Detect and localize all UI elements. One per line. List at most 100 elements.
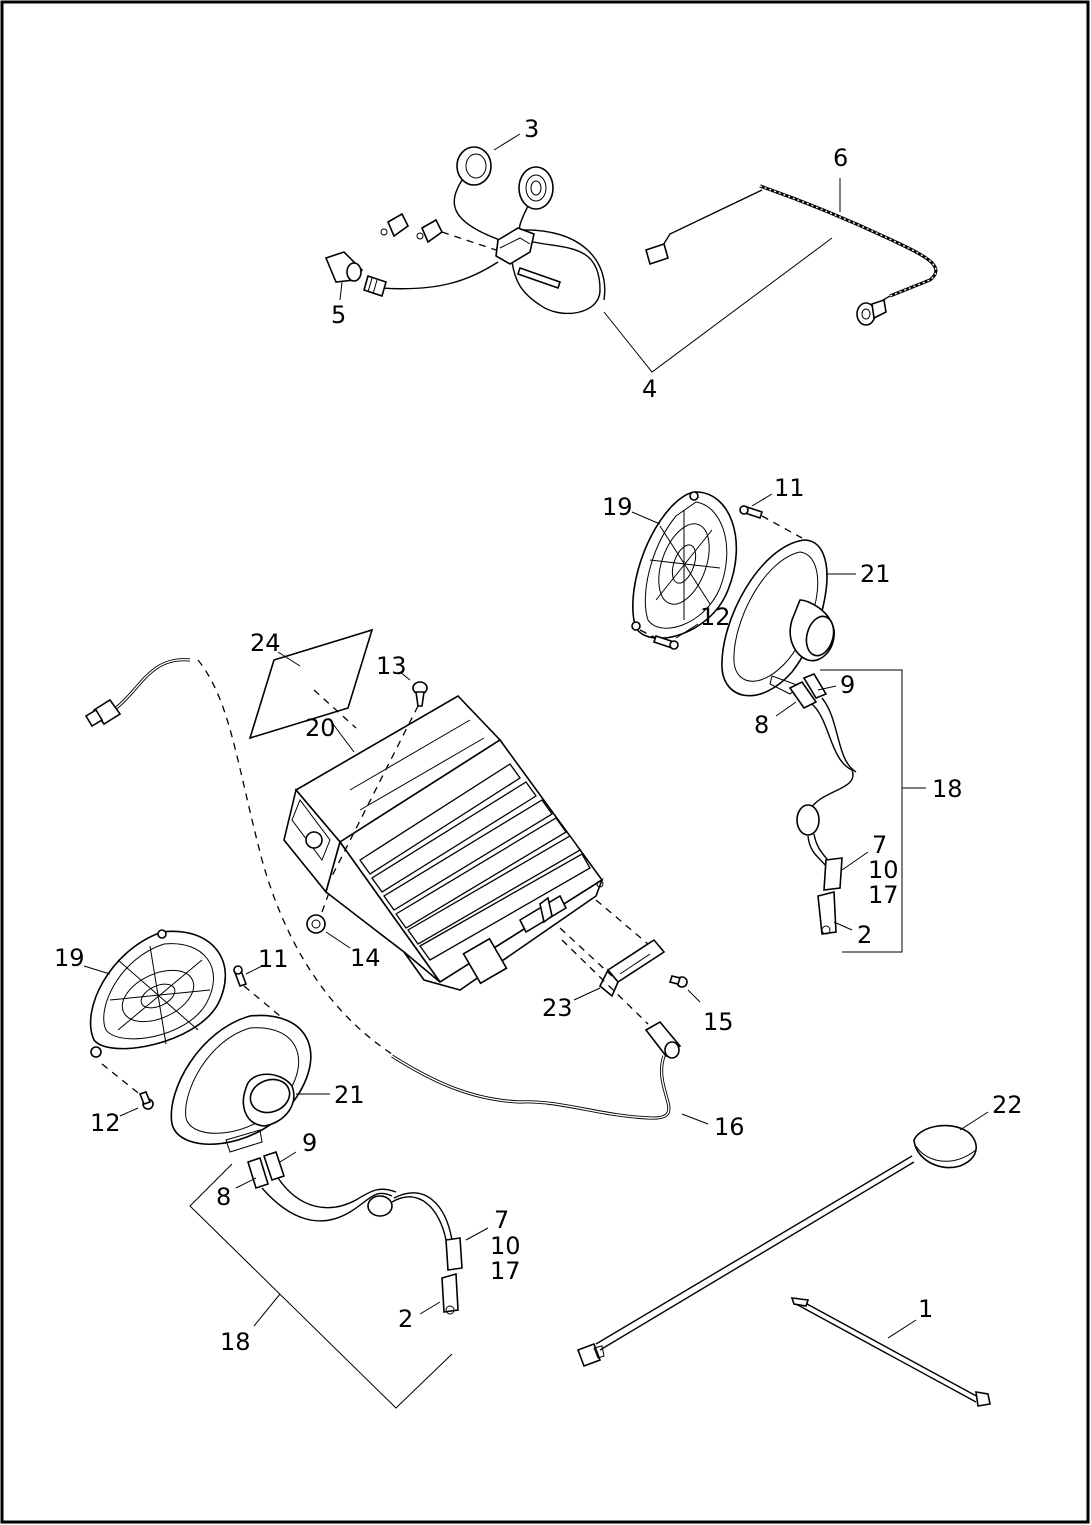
callout-21-left: 21 [334,1081,365,1109]
headset-control-module [495,227,535,265]
leader-12b [119,1107,139,1117]
speaker-21-left [170,1014,312,1153]
leader-9b [279,1151,297,1163]
leader-11a [751,493,773,507]
callout-12-right: 12 [700,603,731,631]
headset-screw [516,266,562,290]
leader-18b [253,1293,281,1327]
screw11-dash-left [243,985,281,1017]
callout-3: 3 [524,115,539,143]
nut-14 [306,914,326,934]
callout-18-left: 18 [220,1328,251,1356]
cable-routing-dash [197,659,393,1055]
amplifier-pad [248,628,374,740]
callout-18-right: 18 [932,775,963,803]
leader-13 [399,671,411,681]
leader-11b [245,965,263,975]
amplifier-cable-16-inner [391,1055,670,1119]
callout-labels: 3 6 5 4 19 11 21 12 24 13 9 8 20 18 7 10… [54,115,1023,1356]
leader-2a [833,921,853,931]
amplifier-body [283,694,604,991]
part-1-strap [790,1297,991,1407]
screw12-dash-left [101,1063,143,1097]
callout-9-right: 9 [840,671,855,699]
leader-14 [325,931,351,949]
leader-23 [573,987,601,1001]
leader-4 [603,237,833,373]
coiled-extension-cord [645,184,938,326]
speaker-grille-left [89,929,227,1058]
bracket-dash [595,899,649,945]
left-speaker-assembly [83,929,489,1409]
headset-wire-a [453,179,501,241]
headset-clip-left [380,212,410,238]
speaker-grille-right [631,491,738,639]
headset-cable [379,261,499,290]
amplifier-assembly [84,628,709,1125]
callout-8-right: 8 [754,711,769,739]
callout-1: 1 [918,1295,933,1323]
screw-15 [668,975,688,988]
headset-clip-right [416,218,444,244]
leader-7a [841,851,869,871]
callout-21-right: 21 [860,560,891,588]
callout-14: 14 [350,944,381,972]
screw-11-left [232,965,248,988]
headset-wire-c [519,229,606,301]
callout-15: 15 [703,1008,734,1036]
leader-5 [339,281,343,301]
screw-13 [412,681,428,707]
amplifier-cable-16 [391,1054,671,1120]
leader-3 [493,133,521,151]
bracket-18-right [820,669,903,953]
bracket-18-left [189,1163,453,1409]
screw-11-right [739,504,764,520]
callout-4: 4 [642,375,657,403]
callout-20: 20 [305,714,336,742]
leader-15 [687,989,701,1003]
callout-17-left: 17 [490,1257,521,1285]
callout-5: 5 [331,301,346,329]
callout-9-left: 9 [302,1129,317,1157]
leader-22 [959,1111,989,1131]
callout-13: 13 [376,652,407,680]
screw-12-right [652,634,679,650]
callout-11-left: 11 [258,945,289,973]
leader-8b [235,1177,257,1189]
callout-19-left: 19 [54,944,85,972]
callout-22: 22 [992,1091,1023,1119]
headset-plug [363,274,387,298]
headset-earpad-right [518,166,554,210]
callout-6: 6 [833,144,848,172]
screw-dash-right [761,515,803,539]
screw13-dash [329,705,419,881]
bracket-dash-2 [559,927,613,977]
callout-2-left: 2 [398,1305,413,1333]
callout-7-right: 7 [872,831,887,859]
headset-wire-b [511,205,601,315]
leader-12a [675,623,699,639]
bracket-23 [599,938,666,998]
gps-antenna-assembly [576,1111,989,1368]
leader-19b [83,965,111,975]
leader-24 [277,651,301,667]
callout-23: 23 [542,994,573,1022]
nut-dash [321,889,331,913]
screw12-dash-right [639,629,657,639]
amplifier-cable-connector [644,1020,682,1059]
leader-7b [465,1227,489,1241]
callout-16: 16 [714,1113,745,1141]
headset-assembly [324,133,938,373]
leader-20 [329,719,355,753]
pad-dash [313,689,357,729]
callout-10-right: 10 [868,856,899,884]
leader-19a [631,511,661,525]
speaker-harness-left [247,1150,463,1315]
plug-cap [324,251,364,283]
leader-8a [775,701,797,717]
clip-dash-line [441,231,497,251]
callout-10-left: 10 [490,1232,521,1260]
